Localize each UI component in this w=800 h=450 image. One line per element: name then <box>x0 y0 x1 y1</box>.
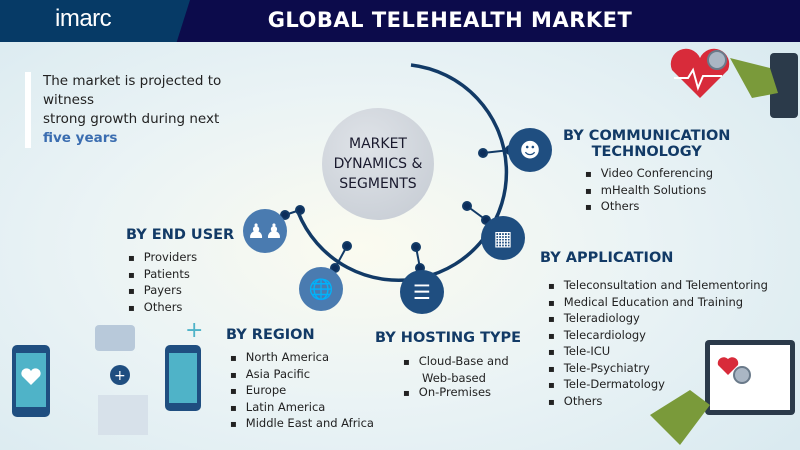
grid-icon: ▦ <box>481 216 525 260</box>
end-user-section: BY END USER Providers Patients Payers Ot… <box>126 227 234 316</box>
heart-stethoscope-illustration <box>670 48 798 118</box>
list-item: Web-based <box>422 370 486 385</box>
telehealth-devices-illustration: + + <box>12 318 203 435</box>
connector-dot <box>342 241 352 251</box>
list-item: Payers <box>128 283 234 300</box>
list-item: Teleconsultation and Telementoring <box>548 278 768 295</box>
center-circle: MARKET DYNAMICS & SEGMENTS <box>322 108 434 220</box>
connector-dot <box>462 201 472 211</box>
imarc-logo: imarc <box>55 5 112 32</box>
communication-section: BY COMMUNICATION TECHNOLOGY Video Confer… <box>563 128 730 216</box>
list-item: Others <box>128 300 234 317</box>
intro-highlight: five years <box>43 130 118 146</box>
sliders-icon: ☰ <box>400 270 444 314</box>
connector-dot <box>295 205 305 215</box>
list-item: Others <box>548 394 768 411</box>
list-item: Video Conferencing <box>585 166 730 183</box>
list-item: Medical Education and Training <box>548 295 768 312</box>
list-item: On-Premises <box>403 385 521 402</box>
list-item: Europe <box>230 383 374 400</box>
intro-line: The market is projected to witness <box>43 73 222 108</box>
list-item: Middle East and Africa <box>230 416 374 433</box>
section-title: BY COMMUNICATION <box>563 128 731 144</box>
application-section: BY APPLICATION Teleconsultation and Tele… <box>540 250 768 410</box>
connector-dot <box>478 148 488 158</box>
tablet-heart-illustration <box>650 340 795 445</box>
user-add-icon: ☻ <box>508 128 552 172</box>
svg-text:+: + <box>114 368 126 384</box>
list-item: Tele-Psychiatry <box>548 361 768 378</box>
list-item: Patients <box>128 267 234 284</box>
list-item: Cloud-Base and <box>403 354 521 371</box>
logo-background <box>0 0 190 42</box>
header: imarc GLOBAL TELEHEALTH MARKET <box>0 0 800 42</box>
list-item: Tele-ICU <box>548 344 768 361</box>
page-title: GLOBAL TELEHEALTH MARKET <box>267 8 633 32</box>
region-section: BY REGION North America Asia Pacific Eur… <box>226 327 374 433</box>
center-label: DYNAMICS & <box>333 156 423 172</box>
intro-line: strong growth during next <box>43 111 220 127</box>
section-title: BY END USER <box>126 227 235 243</box>
intro-text: The market is projected to witness stron… <box>25 72 255 148</box>
section-title: BY HOSTING TYPE <box>375 330 522 346</box>
center-label: SEGMENTS <box>339 176 417 192</box>
list-item: North America <box>230 350 374 367</box>
list-item: Tele-Dermatology <box>548 377 768 394</box>
center-label: MARKET <box>349 136 407 152</box>
globe-icon: 🌐 <box>299 267 343 311</box>
list-item: Providers <box>128 250 234 267</box>
section-title: BY APPLICATION <box>540 250 674 266</box>
svg-text:+: + <box>185 318 203 343</box>
section-title: TECHNOLOGY <box>591 144 702 160</box>
hosting-section: BY HOSTING TYPE Cloud-Base and Web-based… <box>375 330 521 402</box>
section-title: BY REGION <box>226 327 315 343</box>
connector-dot <box>411 242 421 252</box>
list-item: Latin America <box>230 400 374 417</box>
list-item: mHealth Solutions <box>585 183 730 200</box>
list-item: Others <box>585 199 730 216</box>
users-icon: ♟♟ <box>243 209 287 253</box>
list-item: Telecardiology <box>548 328 768 345</box>
list-item: Asia Pacific <box>230 367 374 384</box>
list-item: Teleradiology <box>548 311 768 328</box>
